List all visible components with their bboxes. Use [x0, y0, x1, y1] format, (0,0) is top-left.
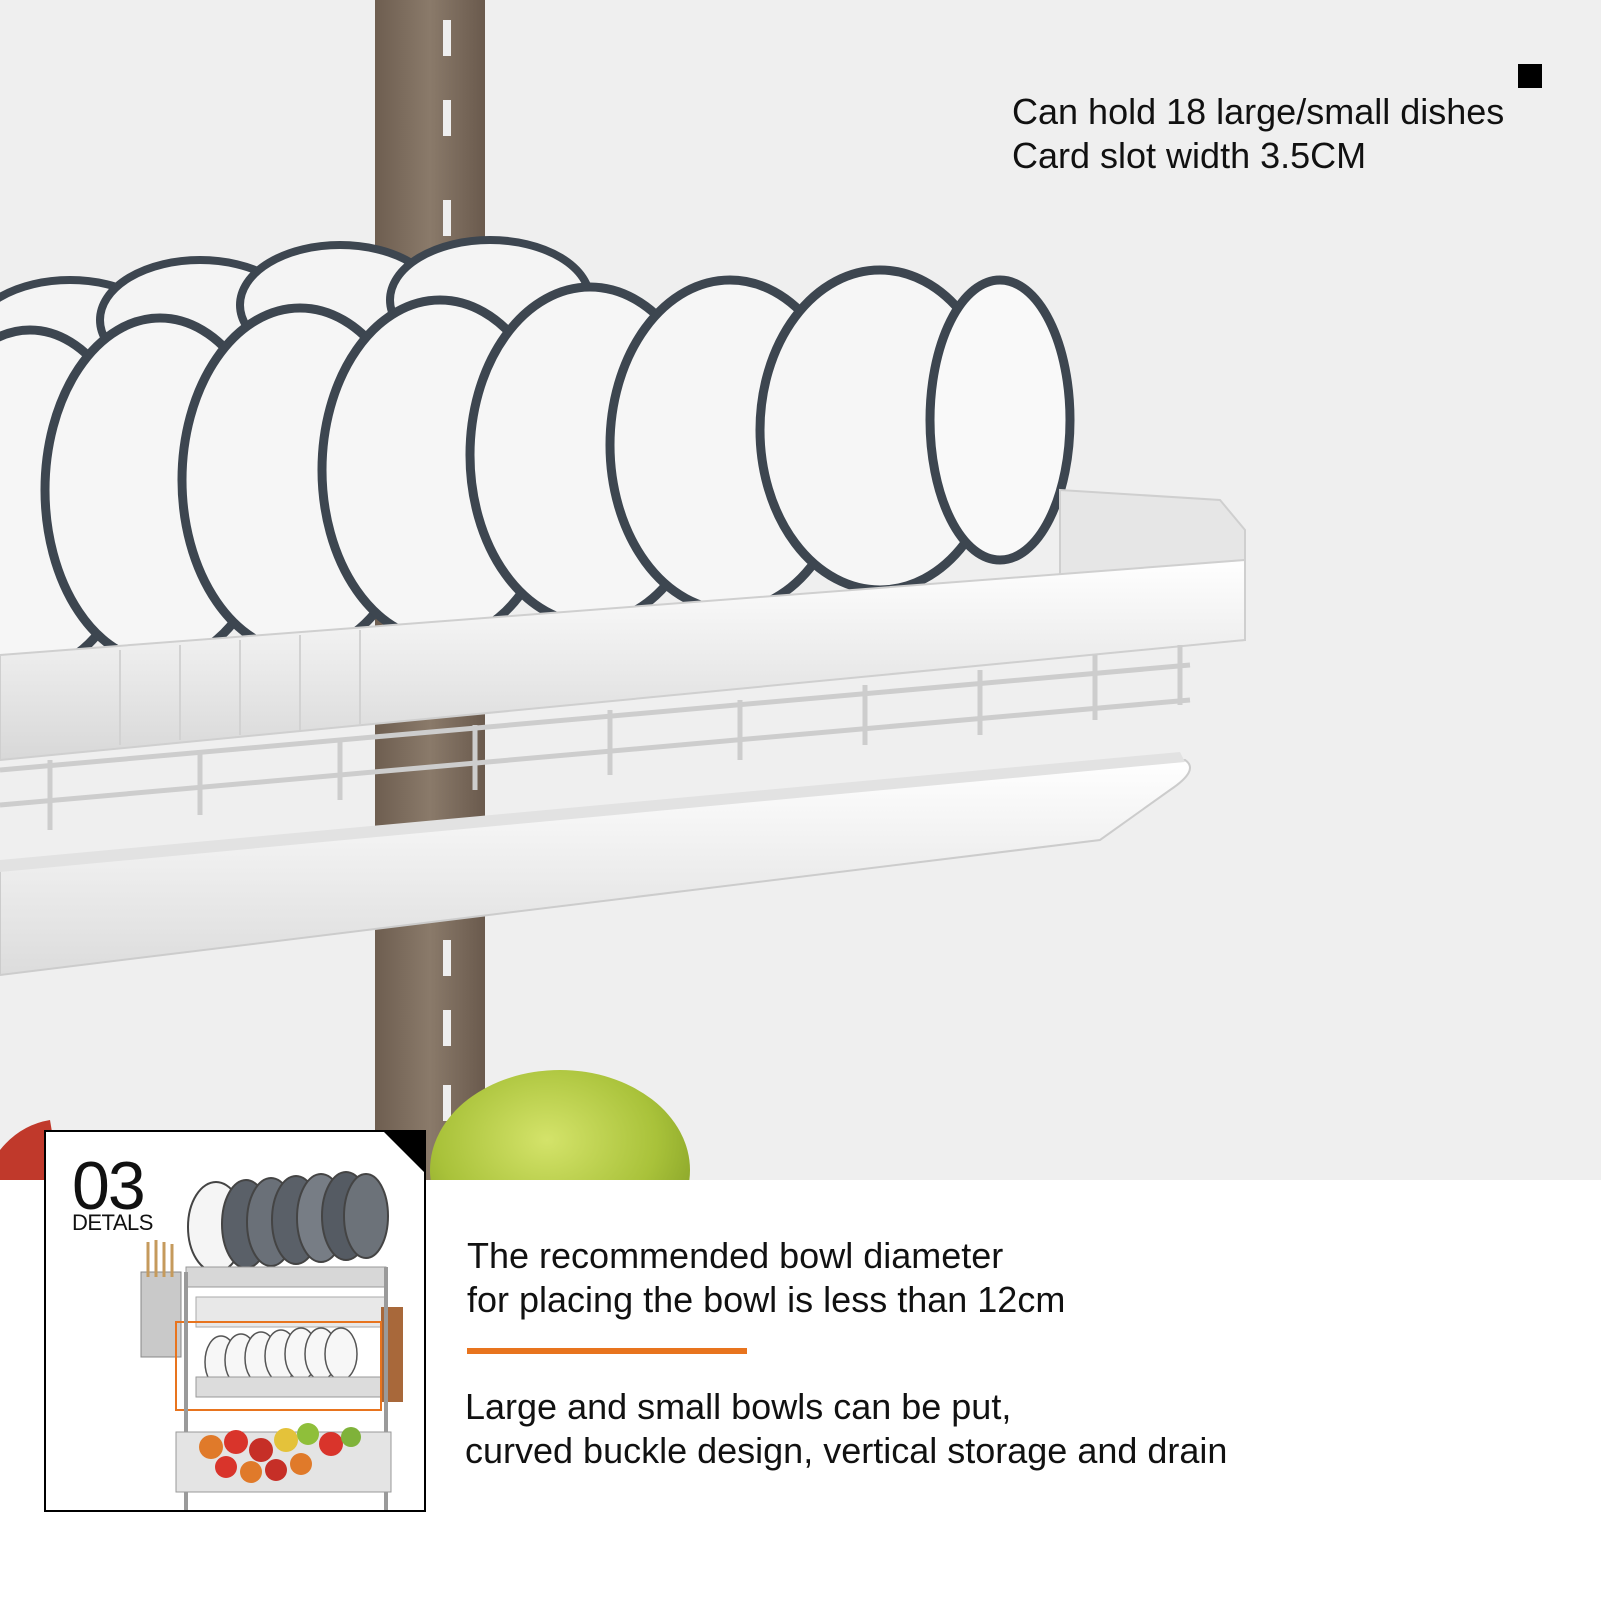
design-line-1: Large and small bowls can be put,	[465, 1386, 1012, 1427]
drip-tray	[0, 758, 1191, 977]
diameter-line-2: for placing the bowl is less than 12cm	[467, 1279, 1066, 1320]
slot-width-line: Card slot width 3.5CM	[1012, 135, 1367, 176]
diameter-line-1: The recommended bowl diameter	[467, 1235, 1004, 1276]
diameter-info: The recommended bowl diameter for placin…	[467, 1234, 1065, 1322]
apple	[430, 1070, 690, 1180]
bullet-square-icon	[1518, 64, 1542, 88]
detail-label: DETALS	[72, 1210, 153, 1235]
basket-front	[0, 558, 1246, 762]
product-photo	[0, 0, 1601, 1180]
design-line-2: curved buckle design, vertical storage a…	[465, 1430, 1228, 1471]
highlight-box	[175, 1321, 382, 1411]
detail-card: 03 DETALS	[44, 1130, 426, 1512]
dish-rack-illustration	[0, 0, 1246, 1180]
capacity-line: Can hold 18 large/small dishes	[1012, 91, 1505, 132]
rack-thumbnail	[140, 1171, 403, 1510]
detail-number: 03	[72, 1148, 146, 1224]
design-info: Large and small bowls can be put, curved…	[465, 1385, 1227, 1473]
capacity-note: Can hold 18 large/small dishes Card slot…	[1012, 90, 1504, 178]
corner-triangle-icon	[384, 1132, 424, 1172]
accent-divider	[467, 1348, 747, 1354]
